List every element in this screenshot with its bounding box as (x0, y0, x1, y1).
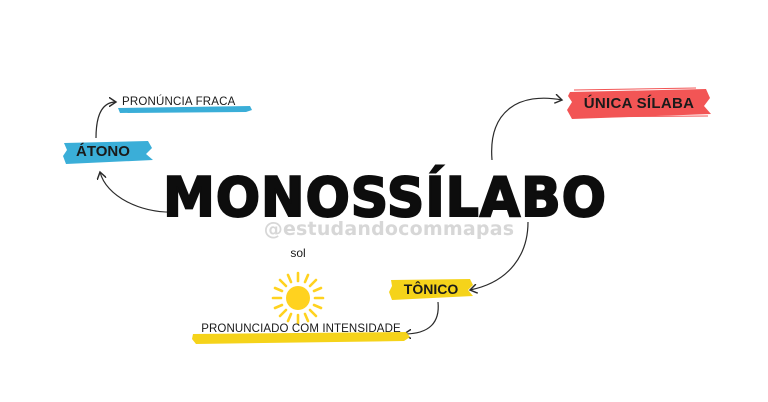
arrow-to-pronuncia-fraca (95, 102, 116, 139)
node-unica-silaba: ÚNICA SÍLABA (566, 86, 712, 122)
atono-label: ÁTONO (76, 143, 130, 160)
blue-underline-brush (118, 106, 252, 113)
red-brush-highlight (567, 87, 711, 119)
blue-brush-highlight (63, 141, 153, 164)
central-title: MONOSSÍLABO (162, 158, 607, 238)
tonico-label: TÔNICO (403, 281, 459, 297)
sol-label: sol (290, 246, 306, 260)
yellow-brush-highlight (389, 279, 473, 300)
sun-icon (271, 271, 325, 325)
arrow-to-unica-silaba (491, 98, 562, 161)
pronuncia-fraca-label: PRONÚNCIA FRACA (122, 96, 236, 108)
arrow-to-pronunciado (404, 301, 439, 334)
node-pronuncia-fraca: PRONÚNCIA FRACA (116, 93, 254, 115)
node-atono: ÁTONO (62, 138, 154, 166)
arrow-to-tonico (470, 221, 529, 290)
arrow-to-atono (100, 172, 179, 213)
watermark: @estudandocommapas (263, 218, 515, 240)
unica-silaba-label: ÚNICA SÍLABA (583, 95, 695, 112)
node-pronunciado: PRONUNCIADO COM INTENSIDADE (190, 320, 412, 346)
title-text: MONOSSÍLABO (162, 165, 607, 230)
pronunciado-label: PRONUNCIADO COM INTENSIDADE (201, 323, 401, 335)
yellow-underline-brush (192, 332, 410, 344)
node-tonico: TÔNICO (388, 276, 474, 302)
